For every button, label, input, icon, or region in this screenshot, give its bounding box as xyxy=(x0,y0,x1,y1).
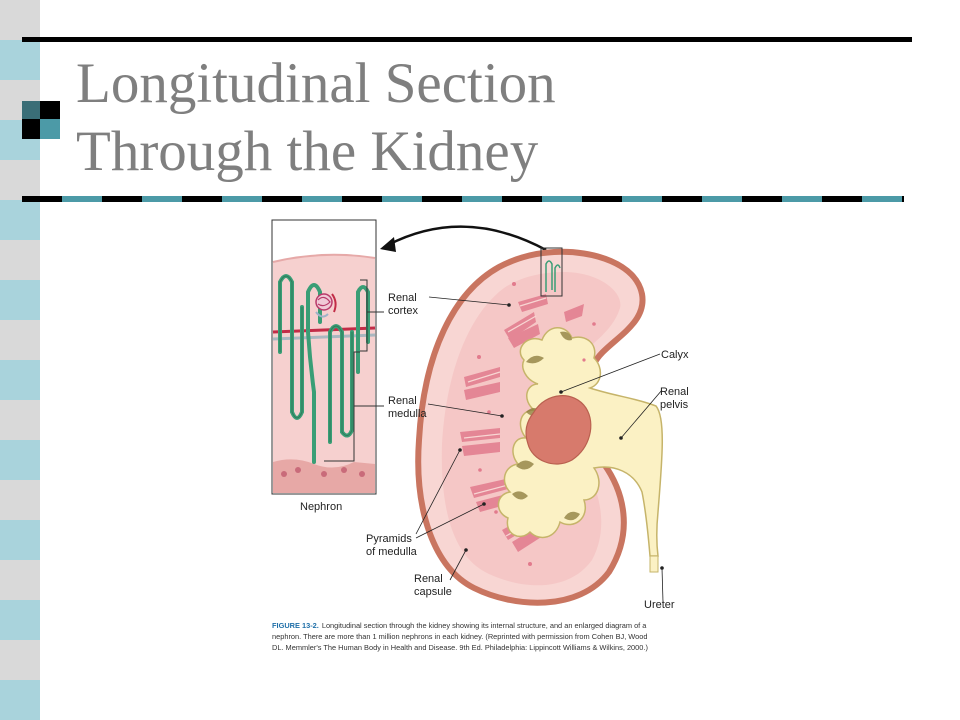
title-deco-square-black xyxy=(40,101,60,121)
label-renal-cortex-line1: Renal xyxy=(388,292,417,304)
label-renal-cortex-line2: cortex xyxy=(388,305,418,317)
label-renal-medulla-line2: medulla xyxy=(388,408,427,420)
kidney-diagram: Renal cortex Calyx Renal pelvis Renal me… xyxy=(264,212,714,658)
left-strip-block xyxy=(0,320,40,360)
kidney xyxy=(415,247,664,606)
slide-title-line-2: Through the Kidney xyxy=(76,120,539,183)
left-strip-block xyxy=(0,200,40,240)
slide-title: Longitudinal Section Through the Kidney xyxy=(76,50,896,186)
left-strip-block xyxy=(0,560,40,600)
figure-caption-label: FIGURE 13-2. xyxy=(272,621,319,630)
figure-caption-line2: nephron. There are more than 1 million n… xyxy=(272,632,647,641)
slide-title-line-1: Longitudinal Section xyxy=(76,52,556,115)
left-strip-block xyxy=(0,400,40,440)
left-strip-block xyxy=(0,480,40,520)
label-nephron: Nephron xyxy=(300,501,342,513)
left-strip-block xyxy=(0,520,40,560)
figure-caption-line1: FIGURE 13-2.Longitudinal section through… xyxy=(272,621,647,630)
label-renal-pelvis-line2: pelvis xyxy=(660,399,689,411)
label-renal-capsule-line2: capsule xyxy=(414,586,452,598)
label-renal-pelvis-line1: Renal xyxy=(660,386,689,398)
left-strip-block xyxy=(0,40,40,80)
figure-caption-line3: DL. Memmler's The Human Body in Health a… xyxy=(272,643,648,652)
label-renal-capsule-line1: Renal xyxy=(414,573,443,585)
label-pyramids-line2: of medulla xyxy=(366,546,418,558)
label-renal-medulla-line1: Renal xyxy=(388,395,417,407)
title-deco-square-black-2 xyxy=(22,119,42,139)
left-strip-block xyxy=(0,160,40,200)
figure-caption-text-1: Longitudinal section through the kidney … xyxy=(322,621,647,630)
left-strip-block xyxy=(0,680,40,720)
label-pyramids-line1: Pyramids xyxy=(366,533,412,545)
left-strip-block xyxy=(0,440,40,480)
left-strip-block xyxy=(0,600,40,640)
title-top-rule xyxy=(22,37,912,42)
title-deco-square-dark-1 xyxy=(22,101,42,121)
nephron-panel xyxy=(271,219,377,495)
label-calyx: Calyx xyxy=(661,349,689,361)
left-strip-block xyxy=(0,360,40,400)
title-deco-square-teal xyxy=(40,119,60,139)
title-bottom-rule xyxy=(22,196,904,202)
left-strip-block xyxy=(0,280,40,320)
left-strip-block xyxy=(0,640,40,680)
label-ureter: Ureter xyxy=(644,599,675,611)
left-strip-block xyxy=(0,240,40,280)
left-strip-block xyxy=(0,0,40,40)
